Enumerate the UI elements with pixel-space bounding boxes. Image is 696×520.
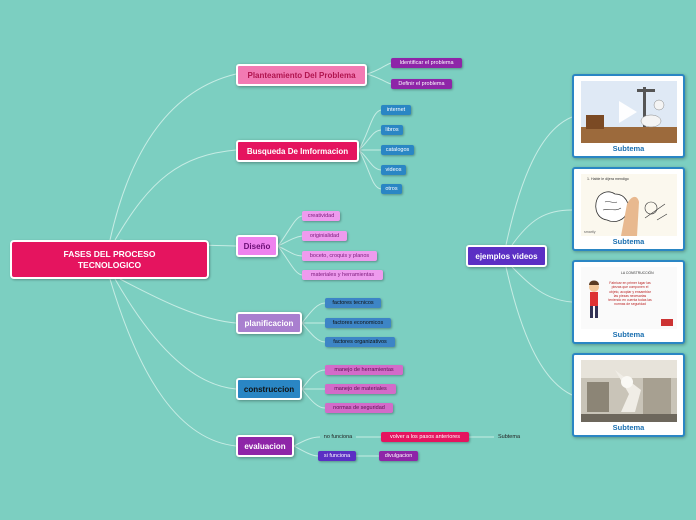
brain-idea-sketch-thumbnail: 1. Hable le dijera mendigo smartly [581,174,677,236]
subtopic-catalogos[interactable]: catalogos [381,145,414,155]
subtopic-identificar[interactable]: Identificar el problema [391,58,462,68]
subtopic-manejo-herramientas[interactable]: manejo de herramientas [325,365,403,375]
subtopic-internet[interactable]: internet [381,105,411,115]
subtopic-factores-organizativos[interactable]: factores organizativos [325,337,395,347]
subtopic-label: manejo de materiales [334,386,387,392]
subtopic-label: videos [385,167,402,173]
subtopic-factores-economicos[interactable]: factores economicos [325,318,391,328]
thumb-text: 1. Hable le dijera mendigo [587,177,629,181]
subtopic-label: factores tecnicos [332,300,374,306]
subtopic-si-funciona[interactable]: si funciona [318,451,356,461]
subtopic-label: otros [385,186,398,192]
subtopic-label: Definir el problema [398,81,445,87]
topic-planificacion[interactable]: planificacion [236,312,302,334]
topic-planteamiento[interactable]: Planteamiento Del Problema [236,64,367,86]
slide-body: Fabricar en primer lugar las piezas que … [608,281,652,307]
topic-label: planificacion [244,318,294,328]
subtopic-label: volver a los pasos anteriores [389,434,460,440]
subtopic-label: materiales y herramientas [310,272,375,278]
subtopic-label: libros [385,127,399,133]
video-card-1[interactable]: Subtema [572,74,685,158]
topic-evaluacion[interactable]: evaluacion [236,435,294,457]
subtopic-label: factores economicos [332,320,384,326]
video-card-2[interactable]: 1. Hable le dijera mendigo smartly Subte… [572,167,685,251]
subtopic-label: normas de seguridad [333,405,385,411]
subtopic-creatividad[interactable]: creatividad [302,211,340,221]
subtopic-divulgacion[interactable]: divulgacion [379,451,418,461]
video-card-4[interactable]: Subtema [572,353,685,437]
factory-machinery-thumbnail [581,360,677,422]
card-caption: Subtema [612,330,645,339]
subtopic-no-funciona[interactable]: no funciona [320,432,356,442]
subtopic-volver[interactable]: volver a los pasos anteriores [381,432,469,442]
subtopic-label: internet [386,107,406,113]
construction-slide-thumbnail: LA CONSTRUCCIÓN Fabricar en primer lugar… [581,267,677,329]
subtopic-label: factores organizativos [333,339,387,345]
subtopic-manejo-materiales[interactable]: manejo de materiales [325,384,396,394]
topic-label: Planteamiento Del Problema [247,70,356,80]
card-caption: Subtema [612,144,645,153]
topic-label: ejemplos videos [475,251,538,261]
cartoon-video-thumbnail [581,81,677,143]
subtopic-label: Identificar el problema [399,60,454,66]
card-caption: Subtema [612,237,645,246]
subtopic-factores-tecnicos[interactable]: factores tecnicos [325,298,381,308]
root-topic[interactable]: FASES DEL PROCESO TECNOLOGICO [10,240,209,279]
topic-diseno[interactable]: Diseño [236,235,278,257]
subtopic-videos[interactable]: videos [381,165,406,175]
subtopic-label: divulgacion [384,453,413,459]
play-icon [619,101,637,123]
slide-title: LA CONSTRUCCIÓN [621,271,654,275]
topic-ejemplos-videos[interactable]: ejemplos videos [466,245,547,267]
subtopic-label: Subtema [497,434,520,440]
thumb-text: smartly [584,230,596,234]
topic-label: Diseño [243,241,271,251]
card-caption: Subtema [612,423,645,432]
subtopic-originalidad[interactable]: originialidad [302,231,347,241]
subtopic-label: manejo de herramientas [334,367,394,373]
subtopic-label: originialidad [309,233,340,239]
subtopic-subtema[interactable]: Subtema [494,432,524,442]
topic-label: construccion [243,384,295,394]
subtopic-label: creatividad [307,213,335,219]
topic-busqueda[interactable]: Busqueda De Imformacion [236,140,359,162]
subtopic-label: si funciona [323,453,351,459]
subtopic-label: no funciona [323,434,353,440]
subtopic-materiales[interactable]: materiales y herramientas [302,270,383,280]
subtopic-boceto[interactable]: boceto, croquis y planos [302,251,377,261]
subtopic-definir[interactable]: Definir el problema [391,79,452,89]
topic-construccion[interactable]: construccion [236,378,302,400]
subtopic-normas-seguridad[interactable]: normas de seguridad [325,403,393,413]
subtopic-libros[interactable]: libros [381,125,403,135]
topic-label: evaluacion [244,441,286,451]
video-card-3[interactable]: LA CONSTRUCCIÓN Fabricar en primer lugar… [572,260,685,344]
topic-label: Busqueda De Imformacion [246,146,349,156]
subtopic-otros[interactable]: otros [381,184,402,194]
subtopic-label: boceto, croquis y planos [309,253,370,259]
subtopic-label: catalogos [385,147,410,153]
root-label: FASES DEL PROCESO TECNOLOGICO [63,248,156,270]
